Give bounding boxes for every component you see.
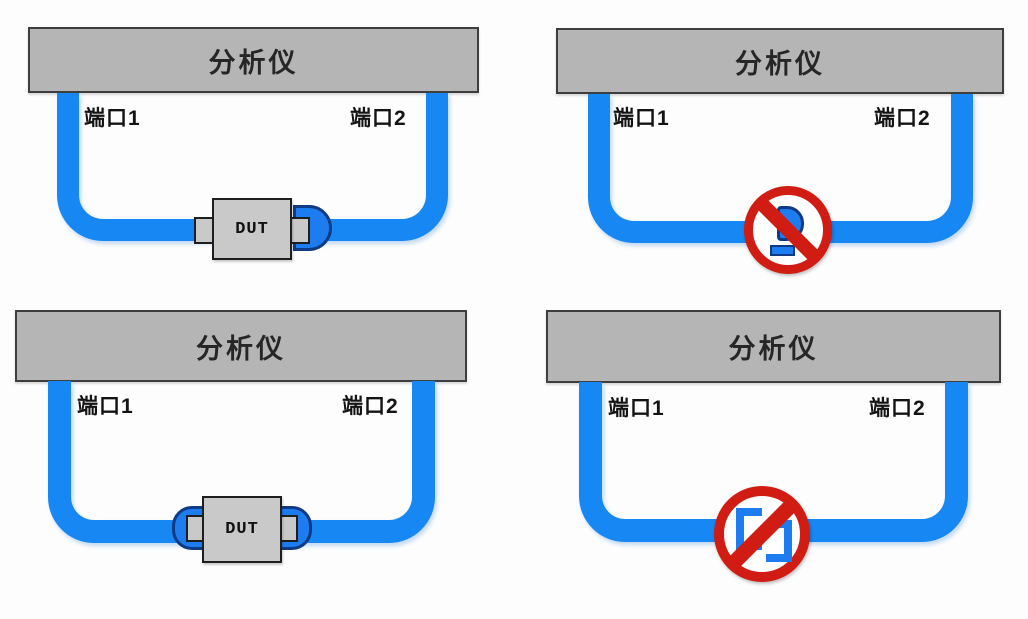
port2-label-1: 端口2: [350, 107, 407, 130]
no-entry-icon: [714, 486, 810, 582]
analyzer-label-3: 分析仪: [196, 333, 286, 364]
dut-label-1: DUT: [235, 219, 269, 239]
port1-label-4: 端口1: [608, 397, 665, 420]
analyzer-box-1: 分析仪: [28, 27, 479, 93]
port1-label-3: 端口1: [77, 395, 134, 418]
analyzer-label-4: 分析仪: [728, 334, 819, 364]
dut-box-1: DUT: [212, 198, 292, 260]
no-entry-icon: [744, 186, 832, 274]
connector-tail-icon: [770, 245, 795, 256]
port2-label-2: 端口2: [874, 107, 931, 130]
port1-label-2: 端口1: [613, 107, 670, 130]
analyzer-label-1: 分析仪: [208, 47, 299, 78]
port2-label-4: 端口2: [869, 397, 926, 420]
analyzer-box-3: 分析仪: [15, 310, 467, 382]
dut-box-3: DUT: [202, 496, 282, 563]
dut-label-3: DUT: [225, 520, 259, 539]
port1-label-1: 端口1: [84, 107, 141, 130]
analyzer-box-2: 分析仪: [556, 28, 1004, 94]
analyzer-label-2: 分析仪: [735, 48, 825, 79]
port2-label-3: 端口2: [342, 395, 399, 418]
analyzer-box-4: 分析仪: [546, 310, 1001, 383]
